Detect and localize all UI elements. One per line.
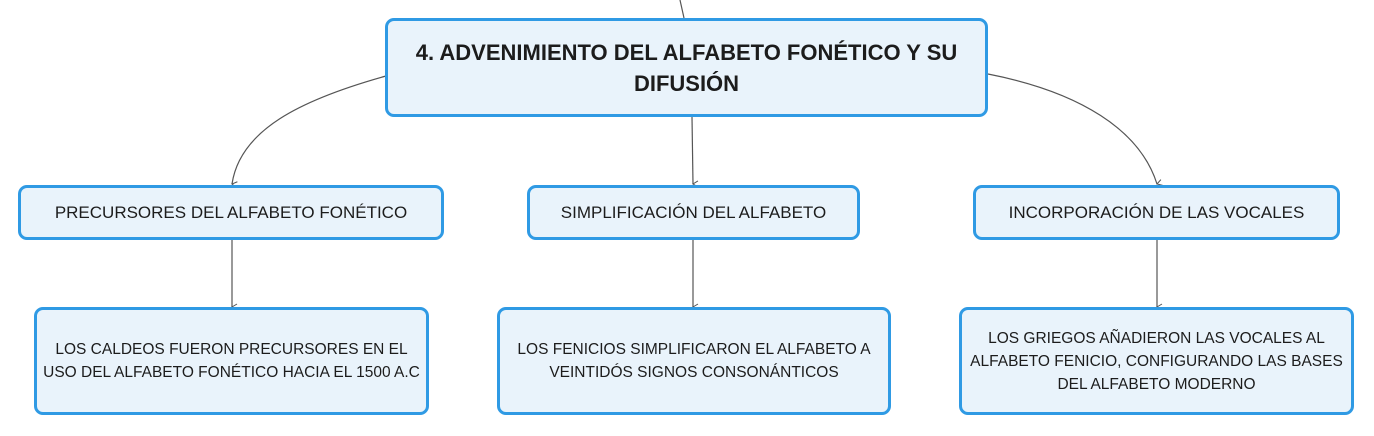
connector-root-to-branch-3 <box>987 73 1163 186</box>
detail-node-caldeos[interactable]: LOS CALDEOS FUERON PRECURSORES EN EL USO… <box>34 307 429 415</box>
root-topic-title: 4. ADVENIMIENTO DEL ALFABETO FONÉTICO Y … <box>415 39 958 96</box>
detail-text: LOS FENICIOS SIMPLIFICARON EL ALFABETO A… <box>517 341 871 381</box>
detail-text: LOS CALDEOS FUERON PRECURSORES EN EL USO… <box>43 341 420 381</box>
branch-node-simplificacion[interactable]: SIMPLIFICACIÓN DEL ALFABETO <box>527 185 860 240</box>
root-topic-node[interactable]: 4. ADVENIMIENTO DEL ALFABETO FONÉTICO Y … <box>385 18 988 117</box>
branch-label: PRECURSORES DEL ALFABETO FONÉTICO <box>54 202 408 222</box>
branch-node-vocales[interactable]: INCORPORACIÓN DE LAS VOCALES <box>973 185 1340 240</box>
detail-node-griegos[interactable]: LOS GRIEGOS AÑADIERON LAS VOCALES AL ALF… <box>959 307 1354 415</box>
connector-root-to-branch-2 <box>691 116 699 188</box>
branch-node-precursores[interactable]: PRECURSORES DEL ALFABETO FONÉTICO <box>18 185 444 240</box>
branch-label: INCORPORACIÓN DE LAS VOCALES <box>1008 202 1305 222</box>
detail-node-fenicios[interactable]: LOS FENICIOS SIMPLIFICARON EL ALFABETO A… <box>497 307 891 415</box>
detail-text: LOS GRIEGOS AÑADIERON LAS VOCALES AL ALF… <box>970 329 1343 393</box>
branch-label: SIMPLIFICACIÓN DEL ALFABETO <box>560 202 827 222</box>
connector-root-to-branch-1 <box>231 75 387 189</box>
connector-parent-to-root <box>679 0 685 19</box>
